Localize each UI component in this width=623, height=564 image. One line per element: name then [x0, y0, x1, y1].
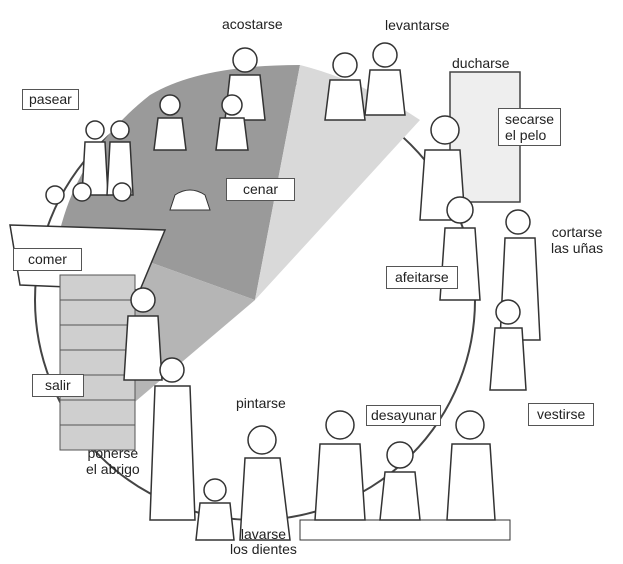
breakfast-table: [299, 519, 511, 541]
label-cortarse-line1: cortarse: [551, 224, 603, 240]
label-cortarse-las-unas: cortarse las uñas: [551, 224, 603, 256]
label-afeitarse: afeitarse: [386, 266, 458, 289]
label-lavarse-line1: lavarse: [240, 526, 287, 542]
label-comer: comer: [13, 248, 82, 271]
label-lavarse-line2: los dientes: [230, 541, 297, 557]
label-ponerse-line1: ponerse: [87, 445, 139, 461]
dawn-sector: [255, 65, 420, 300]
label-vestirse: vestirse: [528, 403, 595, 426]
label-salir: salir: [32, 374, 84, 397]
brick-wall: [59, 274, 136, 451]
label-pintarse: pintarse: [236, 395, 286, 411]
dog-figure: [169, 189, 211, 211]
label-ponerse-el-abrigo: ponerse el abrigo: [86, 445, 140, 477]
label-ducharse: ducharse: [452, 55, 510, 71]
label-acostarse: acostarse: [222, 16, 283, 32]
label-secarse-line2: el pelo: [505, 127, 547, 143]
label-pasear: pasear: [22, 89, 79, 110]
label-cenar: cenar: [226, 178, 296, 201]
label-lavarse-los-dientes: lavarse los dientes: [230, 527, 297, 557]
label-cortarse-line2: las uñas: [551, 240, 604, 256]
label-levantarse: levantarse: [385, 17, 450, 33]
label-secarse-el-pelo: secarse el pelo: [498, 108, 562, 146]
label-desayunar: desayunar: [366, 405, 442, 426]
label-secarse-line1: secarse: [505, 111, 555, 127]
brick-lines: [60, 299, 135, 426]
label-ponerse-line2: el abrigo: [86, 461, 140, 477]
